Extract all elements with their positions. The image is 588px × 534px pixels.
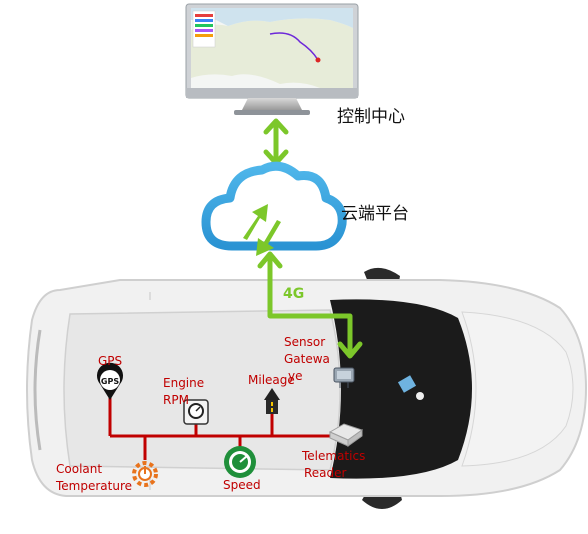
monitor-icon: [185, 3, 359, 115]
engine-rpm-label-line1: Engine: [163, 376, 204, 390]
coolant-label-line1: Coolant: [56, 462, 102, 476]
cloud-icon: [201, 161, 347, 256]
coolant-label-line2: Temperature: [55, 479, 132, 493]
mileage-label: Mileage: [248, 373, 295, 387]
telematics-reader-icon: [328, 423, 364, 447]
bidirectional-arrow-icon: [263, 118, 289, 166]
4g-link-arrow: [257, 251, 363, 359]
engine-rpm-icon: [183, 399, 209, 425]
mileage-icon: [264, 388, 280, 414]
gps-label: GPS: [98, 354, 122, 368]
network-label: 4G: [283, 286, 304, 302]
gps-icon: GPS: [97, 362, 123, 400]
cloud-platform-label: 云端平台: [341, 204, 409, 224]
svg-text:GPS: GPS: [101, 377, 119, 386]
speed-icon: [224, 446, 256, 478]
engine-rpm-label-line2: RPM: [163, 393, 189, 407]
sensor-gateway-icon: [333, 367, 355, 388]
sensor-gateway-label-line2: Gatewa: [284, 352, 330, 366]
control-center-label: 控制中心: [337, 107, 405, 127]
coolant-temperature-icon: [132, 461, 158, 487]
speed-label: Speed: [223, 478, 261, 492]
telematics-label-line1: Telematics: [301, 449, 365, 463]
telematics-label-line2: Reader: [304, 466, 347, 480]
sensor-gateway-label-line1: Sensor: [284, 335, 325, 349]
sensor-gateway-label-line3: ye: [288, 369, 302, 383]
